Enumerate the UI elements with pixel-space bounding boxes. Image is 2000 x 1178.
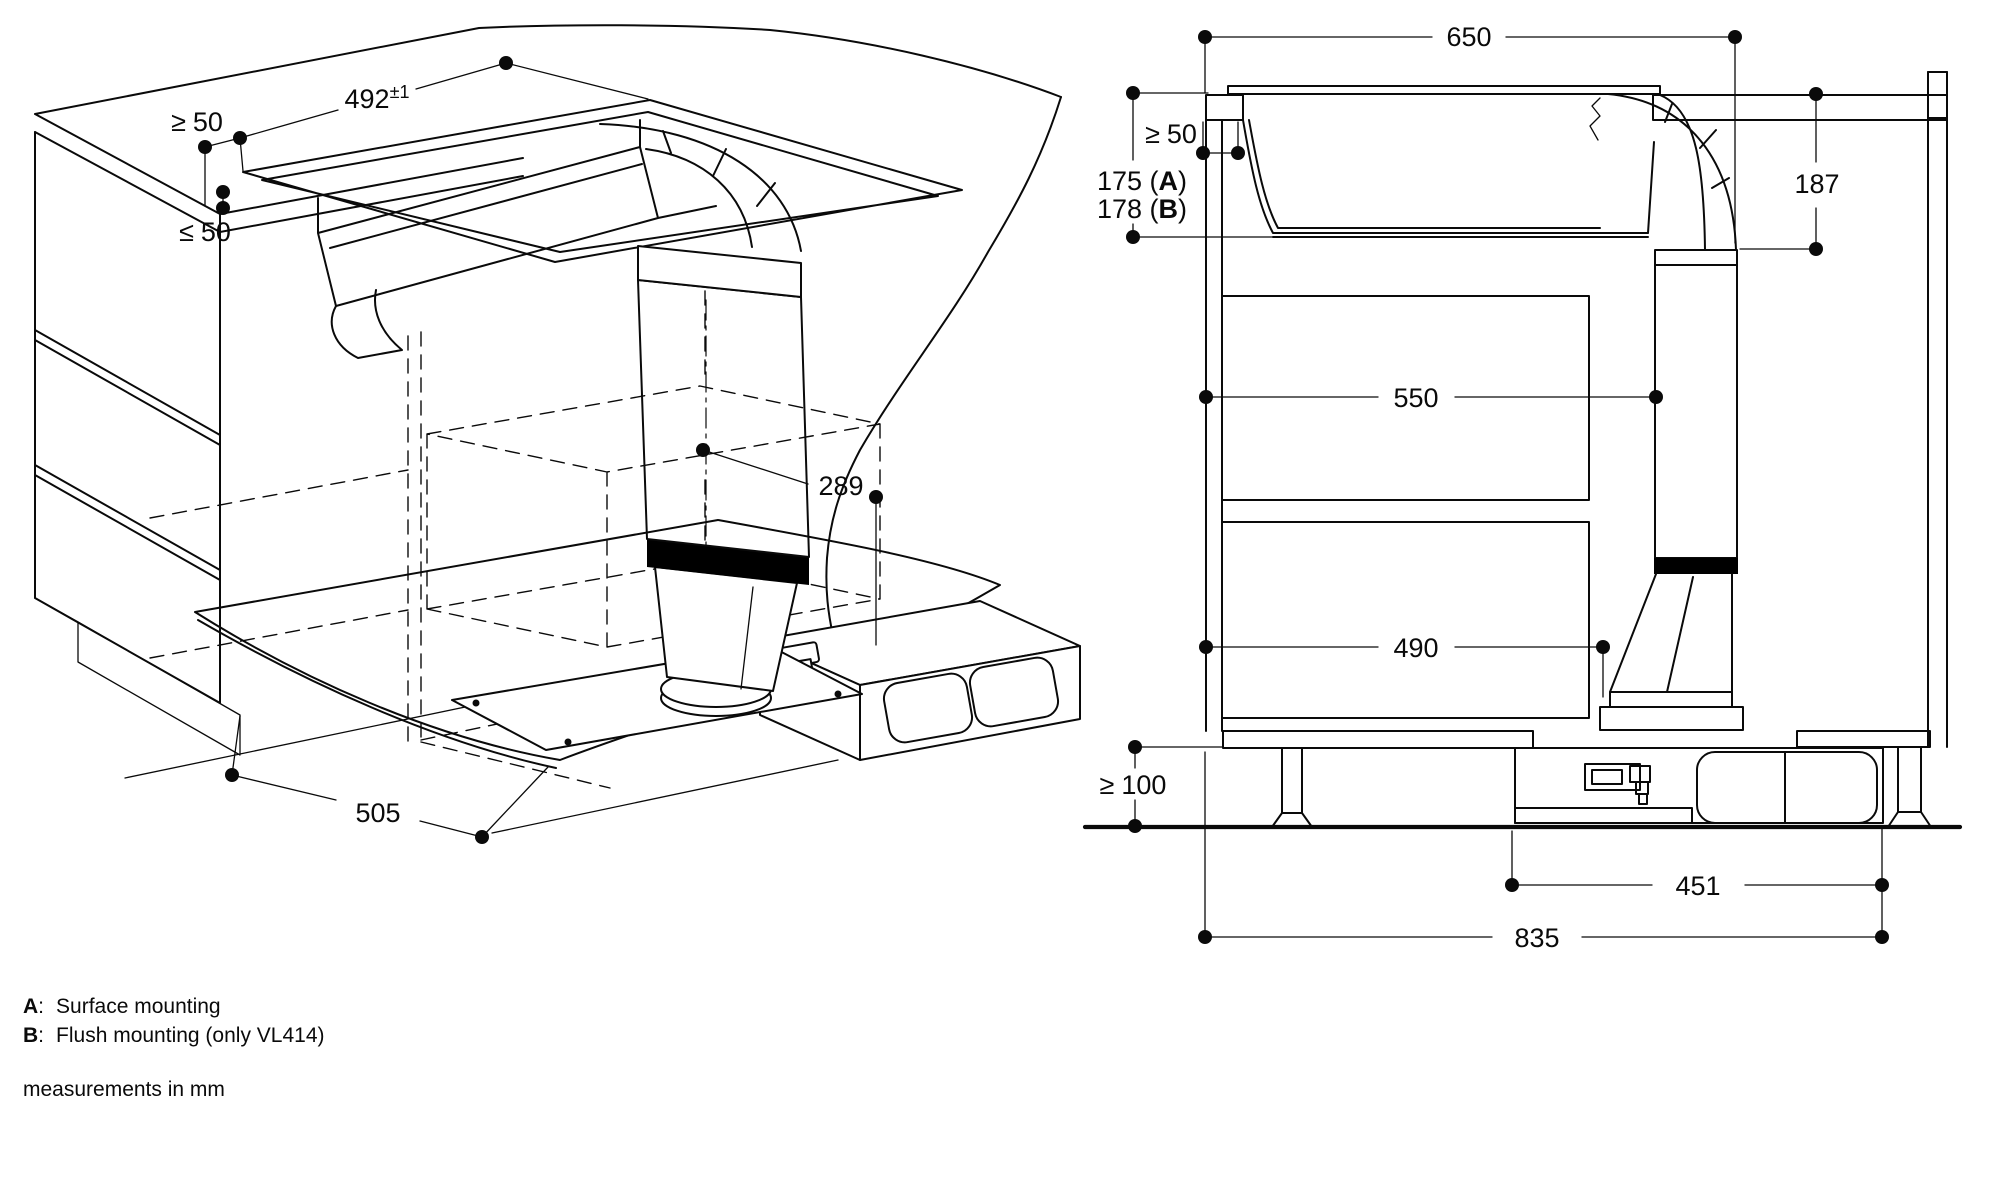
- duct-opening-2: [968, 656, 1060, 728]
- elbow-duct-section: [1607, 93, 1737, 251]
- dim-worktop-depth: 650: [1198, 22, 1742, 244]
- dim-iso-shelf-depth: 505: [225, 715, 549, 844]
- dim-iso-hose-label: 289: [818, 471, 863, 501]
- hose-black-band: [647, 539, 809, 585]
- bottom-shelf-right: [1796, 730, 1931, 748]
- dim-iso-max-front-overhang: ≤50: [179, 185, 231, 247]
- plinth-lines: [34, 597, 839, 834]
- dim-upper-drawer-depth: 550: [1199, 383, 1663, 413]
- hose-corrugated-section: [1654, 264, 1738, 559]
- dim-iso-min-side-label: ≥50: [171, 107, 223, 137]
- duct-opening-1: [882, 672, 974, 744]
- dim-iso-cutout-length: 492±1: [239, 56, 649, 139]
- dim-175A-label: 175 (A): [1097, 166, 1187, 196]
- plinth-zone: [1271, 747, 1932, 828]
- shelf-front-edge: [197, 619, 557, 769]
- cutout-rings: [242, 99, 963, 263]
- worktop-edges: [34, 24, 1062, 233]
- dim-650-label: 650: [1446, 22, 1491, 52]
- hose-funnel: [654, 566, 798, 692]
- dim-iso-hose-length: 289: [696, 443, 883, 646]
- dim-lower-drawer-depth: 490: [1199, 633, 1610, 698]
- legend-item-b: B:Flush mounting (only VL414): [23, 1024, 325, 1047]
- iso-view: ≥50 492±1 ≤50 289 505: [34, 24, 1081, 844]
- downdraft-wing: [330, 289, 403, 359]
- legend-item-a: A:Surface mounting: [23, 995, 221, 1018]
- hose-funnel-section: [1609, 573, 1733, 693]
- dim-178B-label: 178 (B): [1097, 194, 1187, 224]
- blower-box-section: [1514, 747, 1884, 824]
- hose-corrugated: [637, 279, 810, 558]
- dim-overall-depth: 835: [1198, 751, 1889, 953]
- hose-collar-section: [1654, 249, 1738, 266]
- dim-iso-shelf-label: 505: [355, 798, 400, 828]
- mounting-plate: [451, 645, 863, 751]
- worktop-torn-edge: [825, 96, 1062, 641]
- dim-min-counter-overlap: ≥50: [1145, 119, 1245, 160]
- dim-ge100-label: ≥100: [1100, 770, 1167, 800]
- dim-min-plinth-height: ≥100: [1100, 740, 1223, 833]
- downdraft-body: [317, 119, 717, 307]
- elbow-bracket: [1589, 97, 1601, 141]
- motor-detail-section: [1584, 763, 1641, 791]
- section-view: 650 ≥50 175 (A) 178 (B) 187 550: [1082, 22, 1963, 953]
- legend: A:Surface mounting B:Flush mounting (onl…: [23, 995, 325, 1101]
- downdraft-flange: [1227, 85, 1661, 95]
- dim-835-label: 835: [1514, 923, 1559, 953]
- elbow-duct-iso: [599, 123, 802, 298]
- dim-duct-drop: 187: [1739, 87, 1840, 256]
- flexible-hose-iso: [637, 279, 810, 692]
- dim-187-label: 187: [1794, 169, 1839, 199]
- downdraft-trough: [1242, 119, 1655, 238]
- worktop-section-left: [1205, 94, 1244, 121]
- hose-black-band-section: [1654, 558, 1738, 574]
- dim-490-label: 490: [1393, 633, 1438, 663]
- dim-iso-max-front-label: ≤50: [179, 217, 231, 247]
- dim-iso-min-side-clearance: ≥50: [171, 107, 247, 207]
- bottom-shelf-left: [1222, 730, 1534, 749]
- blower-housing: [1696, 751, 1878, 824]
- worktop-section-right: [1652, 94, 1948, 121]
- dim-550-label: 550: [1393, 383, 1438, 413]
- dim-451-label: 451: [1675, 871, 1720, 901]
- elbow-collar: [637, 245, 802, 298]
- dim-iso-cutout-label: 492±1: [345, 82, 410, 114]
- lower-drawer: [1221, 521, 1590, 719]
- dim-install-depth: 175 (A) 178 (B): [1097, 86, 1276, 244]
- dim-blower-offset: 451: [1505, 826, 1889, 901]
- dim-ge50-label: ≥50: [1145, 119, 1197, 149]
- upper-drawer: [1221, 295, 1590, 501]
- funnel-base-plate: [1599, 706, 1744, 731]
- foot-right: [1887, 811, 1932, 828]
- units-note: measurements in mm: [23, 1078, 225, 1101]
